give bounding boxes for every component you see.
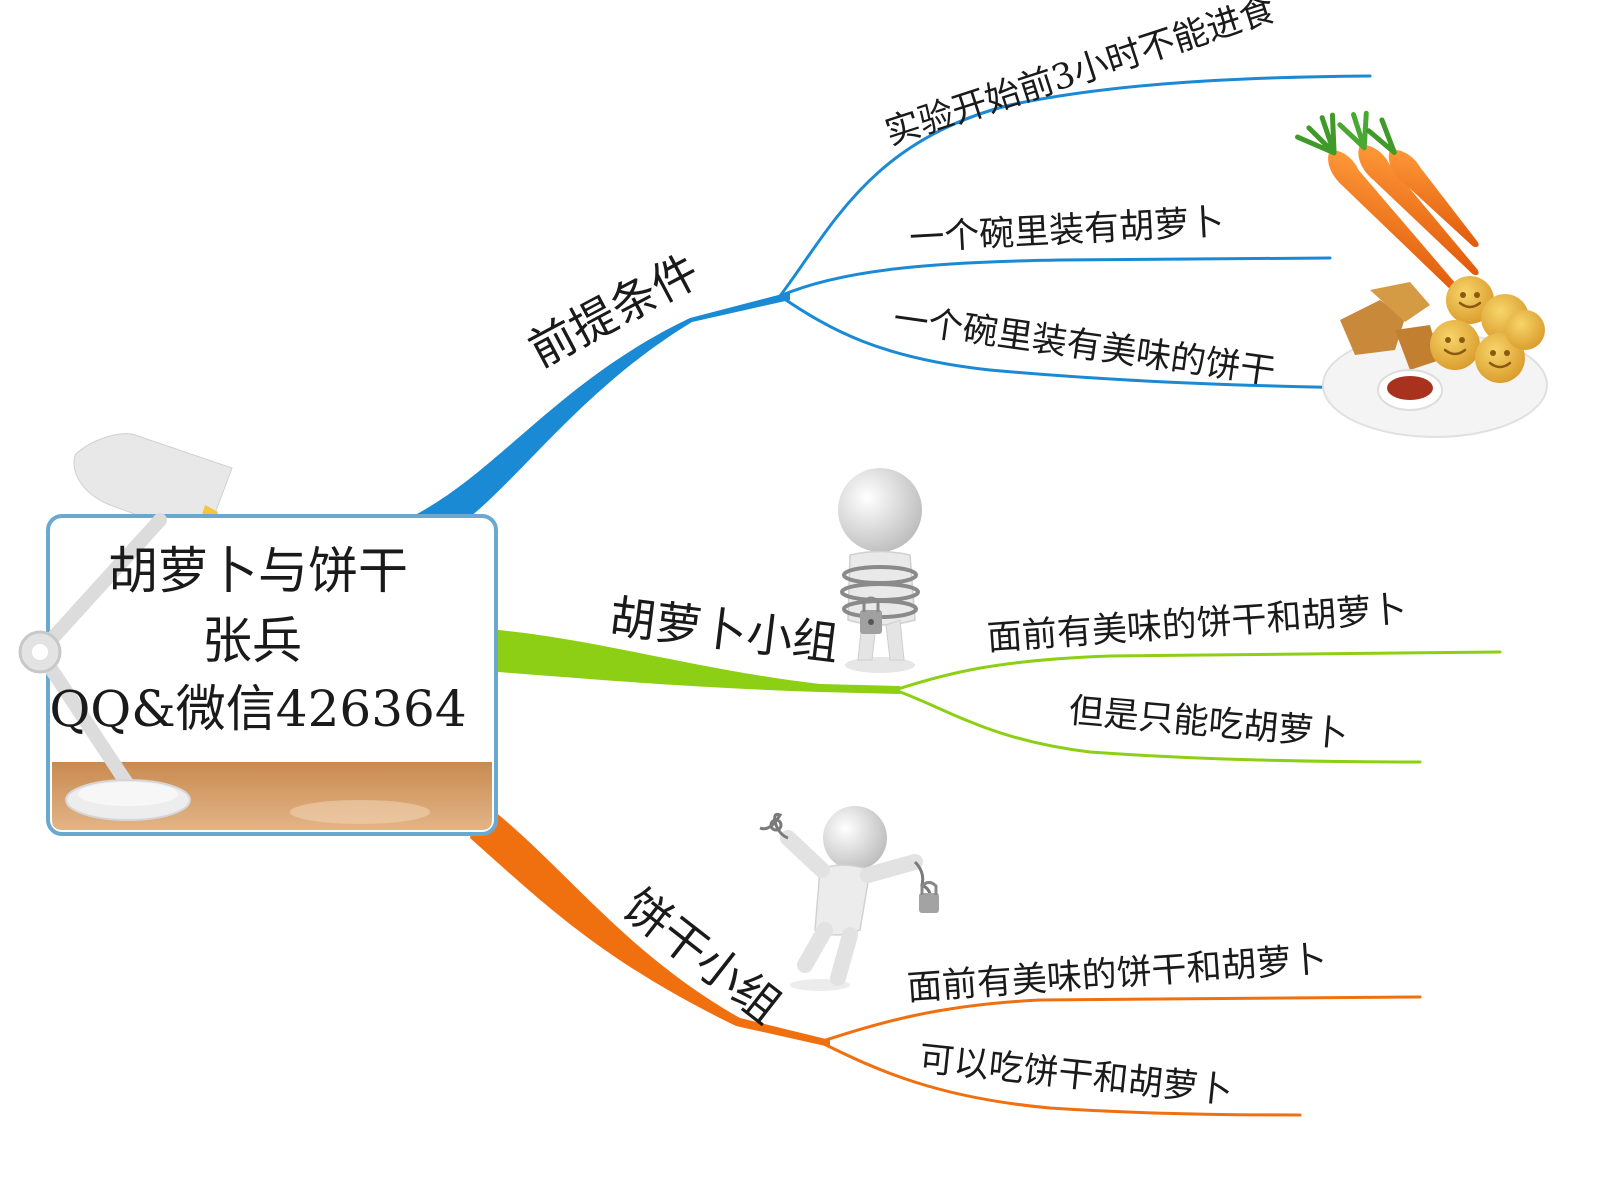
unchained-person-icon	[759, 806, 939, 991]
branch-prerequisites-connector	[415, 292, 790, 525]
center-author: 张兵	[202, 612, 302, 670]
desk-lamp-arm	[33, 513, 167, 792]
leaf-connector	[893, 650, 1502, 692]
chained-person-icon	[838, 468, 922, 673]
leaf-connector	[893, 688, 1422, 764]
leaf-carrot-group-both-foods[interactable]: 面前有美味的饼干和胡萝卜	[986, 590, 1408, 659]
central-topic[interactable]: 胡萝卜与饼干 张兵 QQ&微信426364	[18, 433, 498, 836]
center-title: 胡萝卜与饼干	[108, 542, 408, 600]
branch-cookie-group-connector	[470, 800, 830, 1047]
leaf-connector	[778, 294, 1362, 390]
smiley-cookies-plate-icon	[1322, 276, 1548, 438]
leaf-bowl-carrots[interactable]: 一个碗里装有胡萝卜	[908, 203, 1225, 259]
leaf-connector	[818, 995, 1422, 1044]
leaf-cookie-group-eat-both[interactable]: 可以吃饼干和胡萝卜	[917, 1039, 1234, 1112]
leaf-connector	[778, 256, 1332, 298]
branch-carrot-group-connector	[498, 630, 900, 694]
carrots-icon	[1295, 110, 1479, 299]
leaf-connector	[818, 1040, 1302, 1117]
branch-label-prerequisites[interactable]: 前提条件	[520, 244, 708, 378]
leaf-connector	[778, 74, 1372, 298]
center-contact: QQ&微信426364	[49, 680, 466, 738]
leaf-no-food-before[interactable]: 实验开始前3小时不能进食	[880, 0, 1280, 154]
leaf-carrot-group-only-carrots[interactable]: 但是只能吃胡萝卜	[1067, 691, 1349, 755]
